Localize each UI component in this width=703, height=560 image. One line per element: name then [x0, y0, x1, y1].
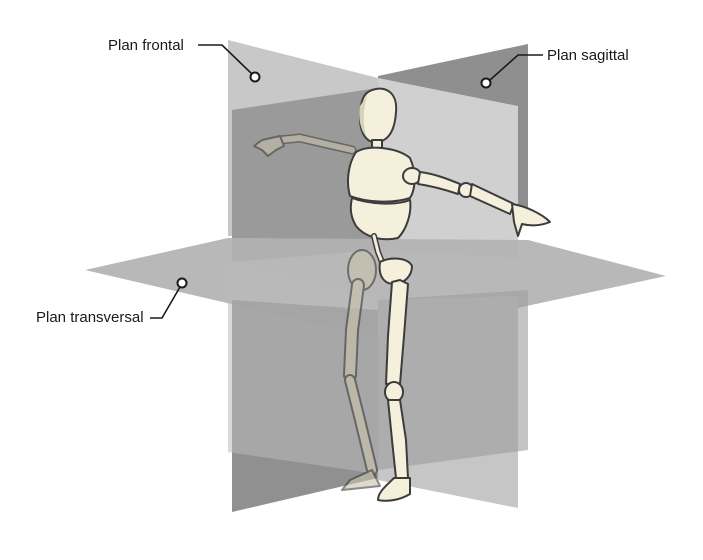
- ring-marker-icon: [249, 71, 261, 83]
- mannequin-figure: [253, 87, 551, 502]
- frontal-plane-left-lower: [228, 262, 378, 474]
- ring-marker-icon: [176, 277, 188, 289]
- right-arm: [402, 167, 551, 237]
- right-leg: [377, 279, 411, 502]
- label-sagittal: Plan sagittal: [480, 47, 629, 89]
- label-frontal-text: Plan frontal: [108, 37, 184, 54]
- sagittal-plane-left-upper: [232, 88, 378, 262]
- chest: [347, 146, 416, 203]
- sagittal-plane-back-lower: [378, 290, 528, 470]
- leader-line-sagittal: [489, 54, 543, 81]
- leader-line-frontal: [198, 44, 253, 75]
- abdomen: [349, 197, 412, 241]
- label-frontal: Plan frontal: [108, 37, 261, 83]
- left-leg: [341, 249, 381, 491]
- label-transversal: Plan transversal: [36, 277, 188, 326]
- right-hand: [511, 203, 551, 237]
- right-foot: [377, 477, 411, 502]
- label-sagittal-text: Plan sagittal: [547, 47, 629, 64]
- left-arm: [253, 133, 357, 157]
- frontal-plane-right-upper: [378, 78, 518, 258]
- head-shade: [359, 94, 368, 136]
- label-transversal-text: Plan transversal: [36, 309, 144, 326]
- pelvis: [378, 257, 413, 285]
- leader-line-transversal: [150, 286, 181, 319]
- ring-marker-icon: [480, 77, 492, 89]
